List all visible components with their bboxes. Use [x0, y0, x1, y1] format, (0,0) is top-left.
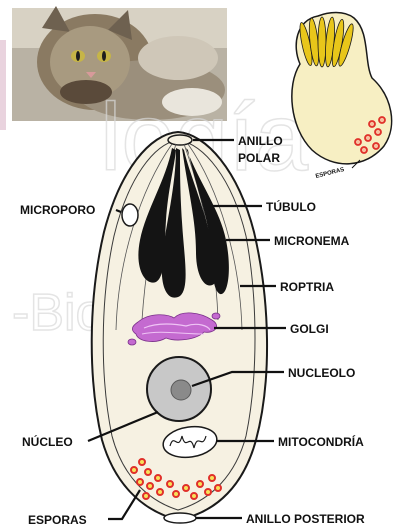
polar-ring: [168, 135, 192, 145]
label-roptria: ROPTRIA: [280, 280, 334, 294]
micropore: [122, 204, 138, 226]
inset-esporas-label: ESPORAS: [315, 167, 345, 180]
label-tubulo: TÚBULO: [266, 199, 316, 214]
label-nucleo: NÚCLEO: [22, 434, 73, 449]
nucleolus: [171, 380, 191, 400]
posterior-ring: [164, 513, 196, 523]
label-anillo-polar-line1: ANILLO: [238, 134, 283, 148]
label-mitocondria: MITOCONDRÍA: [278, 434, 364, 449]
left-edge-strip: [0, 40, 6, 130]
label-nucleolo: NUCLEOLO: [288, 366, 355, 380]
label-micronema: MICRONEMA: [274, 234, 350, 248]
label-microporo: MICROPORO: [20, 203, 95, 217]
label-golgi: GOLGI: [290, 322, 329, 336]
label-anillo-posterior: ANILLO POSTERIOR: [246, 512, 365, 526]
label-esporas: ESPORAS: [28, 513, 87, 527]
label-anillo-polar-line2: POLAR: [238, 151, 280, 165]
